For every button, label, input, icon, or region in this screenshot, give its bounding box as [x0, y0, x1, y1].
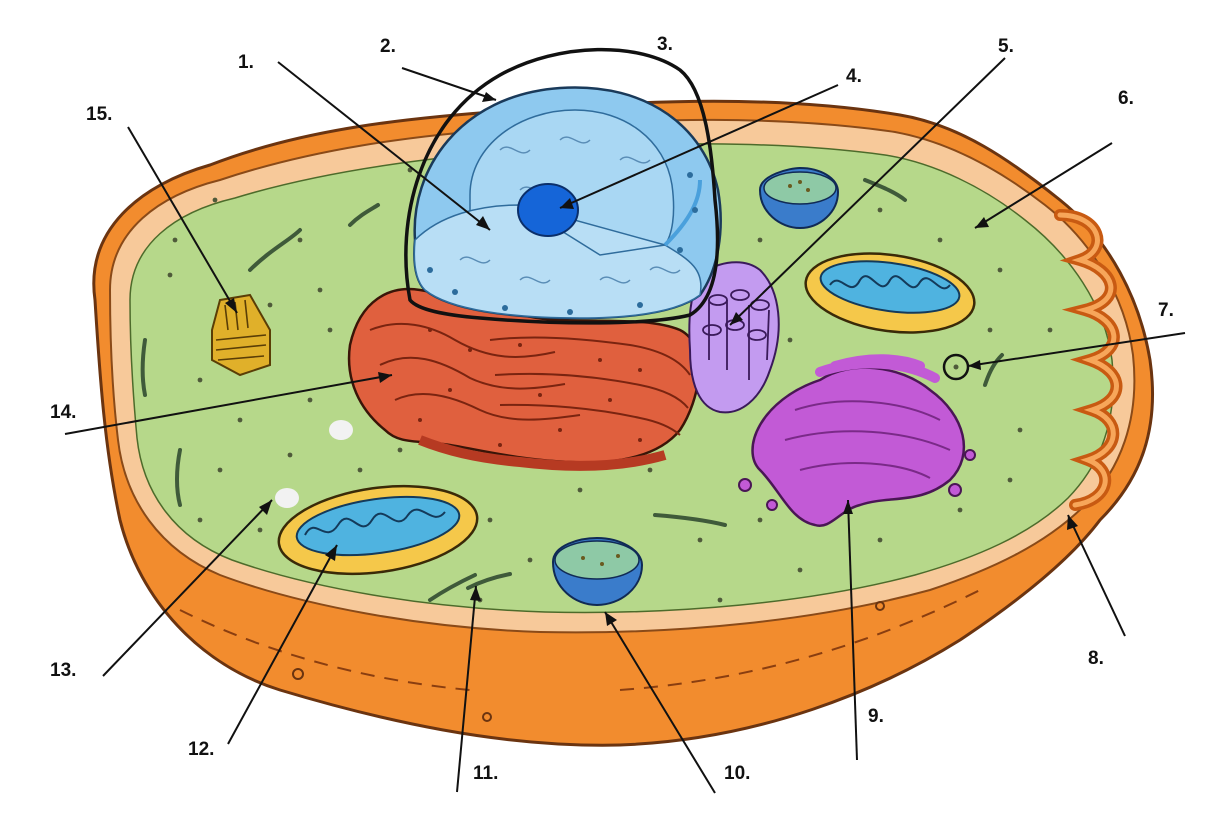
membrane-pit [482, 712, 492, 722]
ribosome-highlight-circle [942, 353, 970, 381]
leader-line-12 [227, 544, 338, 745]
leader-line-8 [1067, 514, 1126, 637]
arrow-head-4 [560, 198, 574, 209]
label-2: 2. [380, 36, 396, 57]
arrow-head-6 [975, 217, 989, 228]
membrane-pit [292, 668, 304, 680]
arrow-head-14 [378, 372, 392, 383]
arrow-head-5 [730, 312, 743, 325]
label-1: 1. [238, 52, 254, 73]
vesicle [329, 420, 353, 440]
label-9: 9. [868, 706, 884, 727]
ribosome-dot [953, 364, 959, 370]
leader-line-13 [102, 499, 273, 677]
mitochondrion-lower [277, 484, 479, 576]
leader-line-2 [401, 67, 497, 101]
mitochondrion-upper [804, 252, 976, 334]
membrane-texture [619, 589, 981, 691]
label-4: 4. [846, 66, 862, 87]
leader-line-10 [604, 611, 716, 794]
arrow-head-8 [1067, 515, 1078, 530]
leader-line-11 [456, 585, 477, 793]
membrane-pit [875, 601, 885, 611]
vesicle [275, 488, 299, 508]
leader-line-4 [559, 84, 839, 209]
golgi-apparatus [738, 354, 976, 528]
leader-line-15 [127, 126, 238, 314]
label-14: 14. [50, 402, 76, 423]
arrow-heads [225, 92, 1078, 626]
arrow-head-10 [605, 612, 617, 626]
arrow-head-7 [968, 360, 981, 370]
leader-line-7 [967, 332, 1186, 367]
nucleolus [517, 183, 579, 237]
label-15: 15. [86, 104, 112, 125]
leader-lines [64, 57, 1186, 794]
nuclear-envelope-outline [404, 47, 720, 325]
leader-line-14 [64, 374, 393, 435]
lysosome-lower [551, 536, 644, 607]
leader-line-9 [847, 499, 858, 761]
leader-line-1 [277, 61, 491, 231]
label-11: 11. [473, 763, 498, 784]
arrow-head-15 [225, 298, 237, 313]
leader-line-6 [974, 142, 1113, 229]
arrow-head-1 [476, 216, 490, 230]
label-8: 8. [1088, 648, 1104, 669]
label-3: 3. [657, 34, 673, 55]
arrow-head-9 [843, 500, 853, 514]
arrow-head-2 [482, 92, 496, 102]
label-7: 7. [1158, 300, 1174, 321]
label-12: 12. [188, 739, 214, 760]
membrane-folds-highlight [1057, 212, 1119, 508]
arrow-head-12 [325, 545, 337, 561]
membrane-texture [179, 609, 471, 691]
nucleus [413, 86, 722, 320]
arrow-head-11 [470, 586, 481, 601]
leader-line-5 [729, 57, 1006, 326]
label-10: 10. [724, 763, 750, 784]
arrow-head-13 [259, 500, 272, 515]
label-6: 6. [1118, 88, 1134, 109]
label-13: 13. [50, 660, 76, 681]
label-5: 5. [998, 36, 1014, 57]
cytoskeleton [140, 178, 1004, 602]
lysosome-upper [758, 166, 840, 230]
